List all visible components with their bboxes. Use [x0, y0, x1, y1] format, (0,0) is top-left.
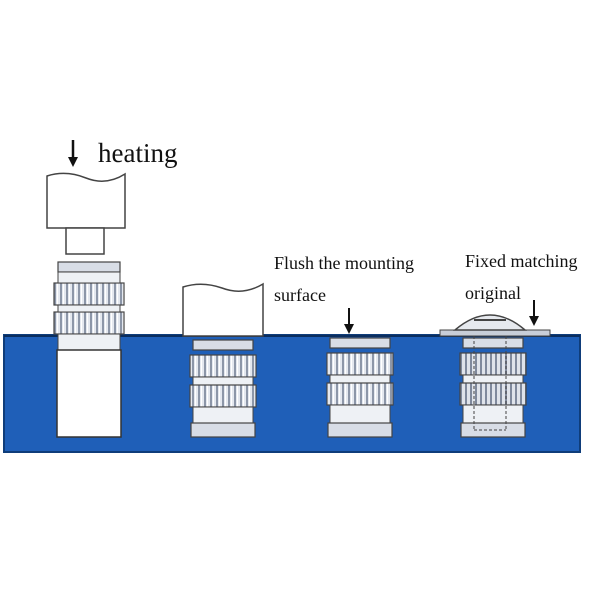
insert-knurl-upper — [53, 282, 125, 306]
insert-knurl-lower — [459, 382, 527, 406]
insert-knurl-upper — [189, 354, 257, 378]
heating-label: heating — [98, 138, 178, 168]
insert-knurl-lower — [326, 382, 394, 406]
insert-knurl-upper — [459, 352, 527, 376]
screw-head — [452, 314, 528, 331]
insert-knurl-lower — [53, 311, 125, 335]
stage-1-heating — [46, 140, 126, 438]
flush-label-line1: Flush the mounting — [274, 253, 415, 273]
press-tool — [182, 282, 264, 337]
screw-shank — [473, 336, 507, 431]
mounting-hole — [56, 349, 122, 438]
heating-tool — [46, 172, 126, 229]
mating-part — [439, 329, 551, 337]
flush-label-line2: surface — [274, 285, 326, 305]
stage-2-pressing — [182, 282, 264, 438]
down-arrow-icon — [68, 140, 78, 167]
down-arrow-icon — [344, 308, 354, 334]
insert-knurl-upper — [326, 352, 394, 376]
fixed-label-line2: original — [465, 283, 521, 303]
stage-3-flush — [326, 308, 394, 438]
fixed-label-line1: Fixed matching — [465, 251, 578, 271]
stage-4-fixed — [439, 300, 551, 438]
insert-top-ring — [57, 261, 121, 273]
down-arrow-icon — [529, 300, 539, 326]
heating-tool-tip — [65, 227, 105, 255]
insert-knurl-lower — [189, 384, 257, 408]
